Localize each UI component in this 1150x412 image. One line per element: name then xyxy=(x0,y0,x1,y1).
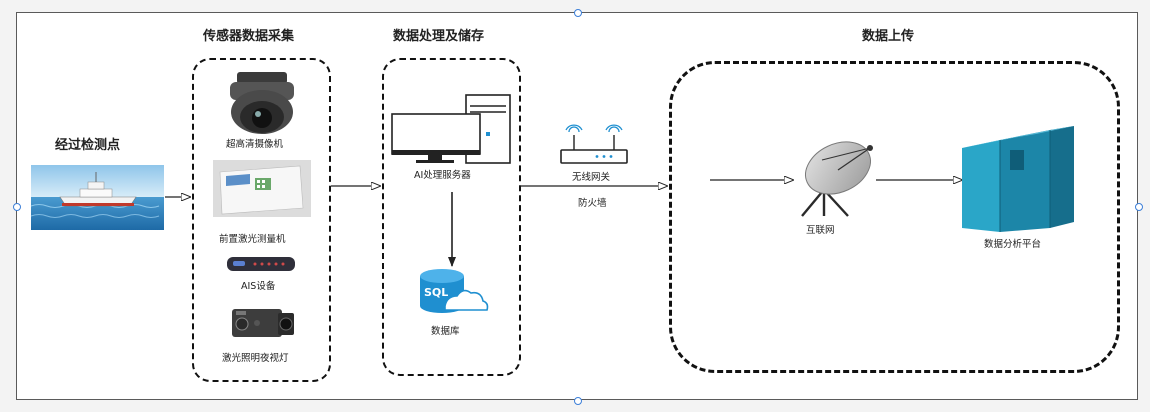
database-label: 数据库 xyxy=(431,326,460,337)
processing-section-title: 数据处理及储存 xyxy=(393,29,485,44)
night-light-label: 激光照明夜视灯 xyxy=(222,353,289,364)
sensor-group-box xyxy=(192,58,331,382)
sql-label: SQL xyxy=(424,286,449,299)
bottom-handle[interactable] xyxy=(574,397,582,405)
internet-label: 互联网 xyxy=(806,225,835,236)
upload-section-title: 数据上传 xyxy=(862,29,915,44)
server-label: AI处理服务器 xyxy=(414,170,471,181)
router-label: 无线网关 xyxy=(572,172,611,183)
right-handle[interactable] xyxy=(1135,203,1143,211)
camera-label: 超高清摄像机 xyxy=(226,139,284,150)
laser-device-label: 前置激光测量机 xyxy=(219,234,286,245)
processing-group-box xyxy=(382,58,521,376)
top-handle[interactable] xyxy=(574,9,582,17)
diagram-canvas xyxy=(16,12,1138,400)
sensor-section-title: 传感器数据采集 xyxy=(203,29,295,44)
checkpoint-title: 经过检测点 xyxy=(55,138,121,153)
upload-group-box xyxy=(669,61,1120,373)
ais-device-label: AIS设备 xyxy=(241,281,276,292)
left-handle[interactable] xyxy=(13,203,21,211)
platform-label: 数据分析平台 xyxy=(984,239,1042,250)
firewall-label: 防火墙 xyxy=(578,198,607,209)
